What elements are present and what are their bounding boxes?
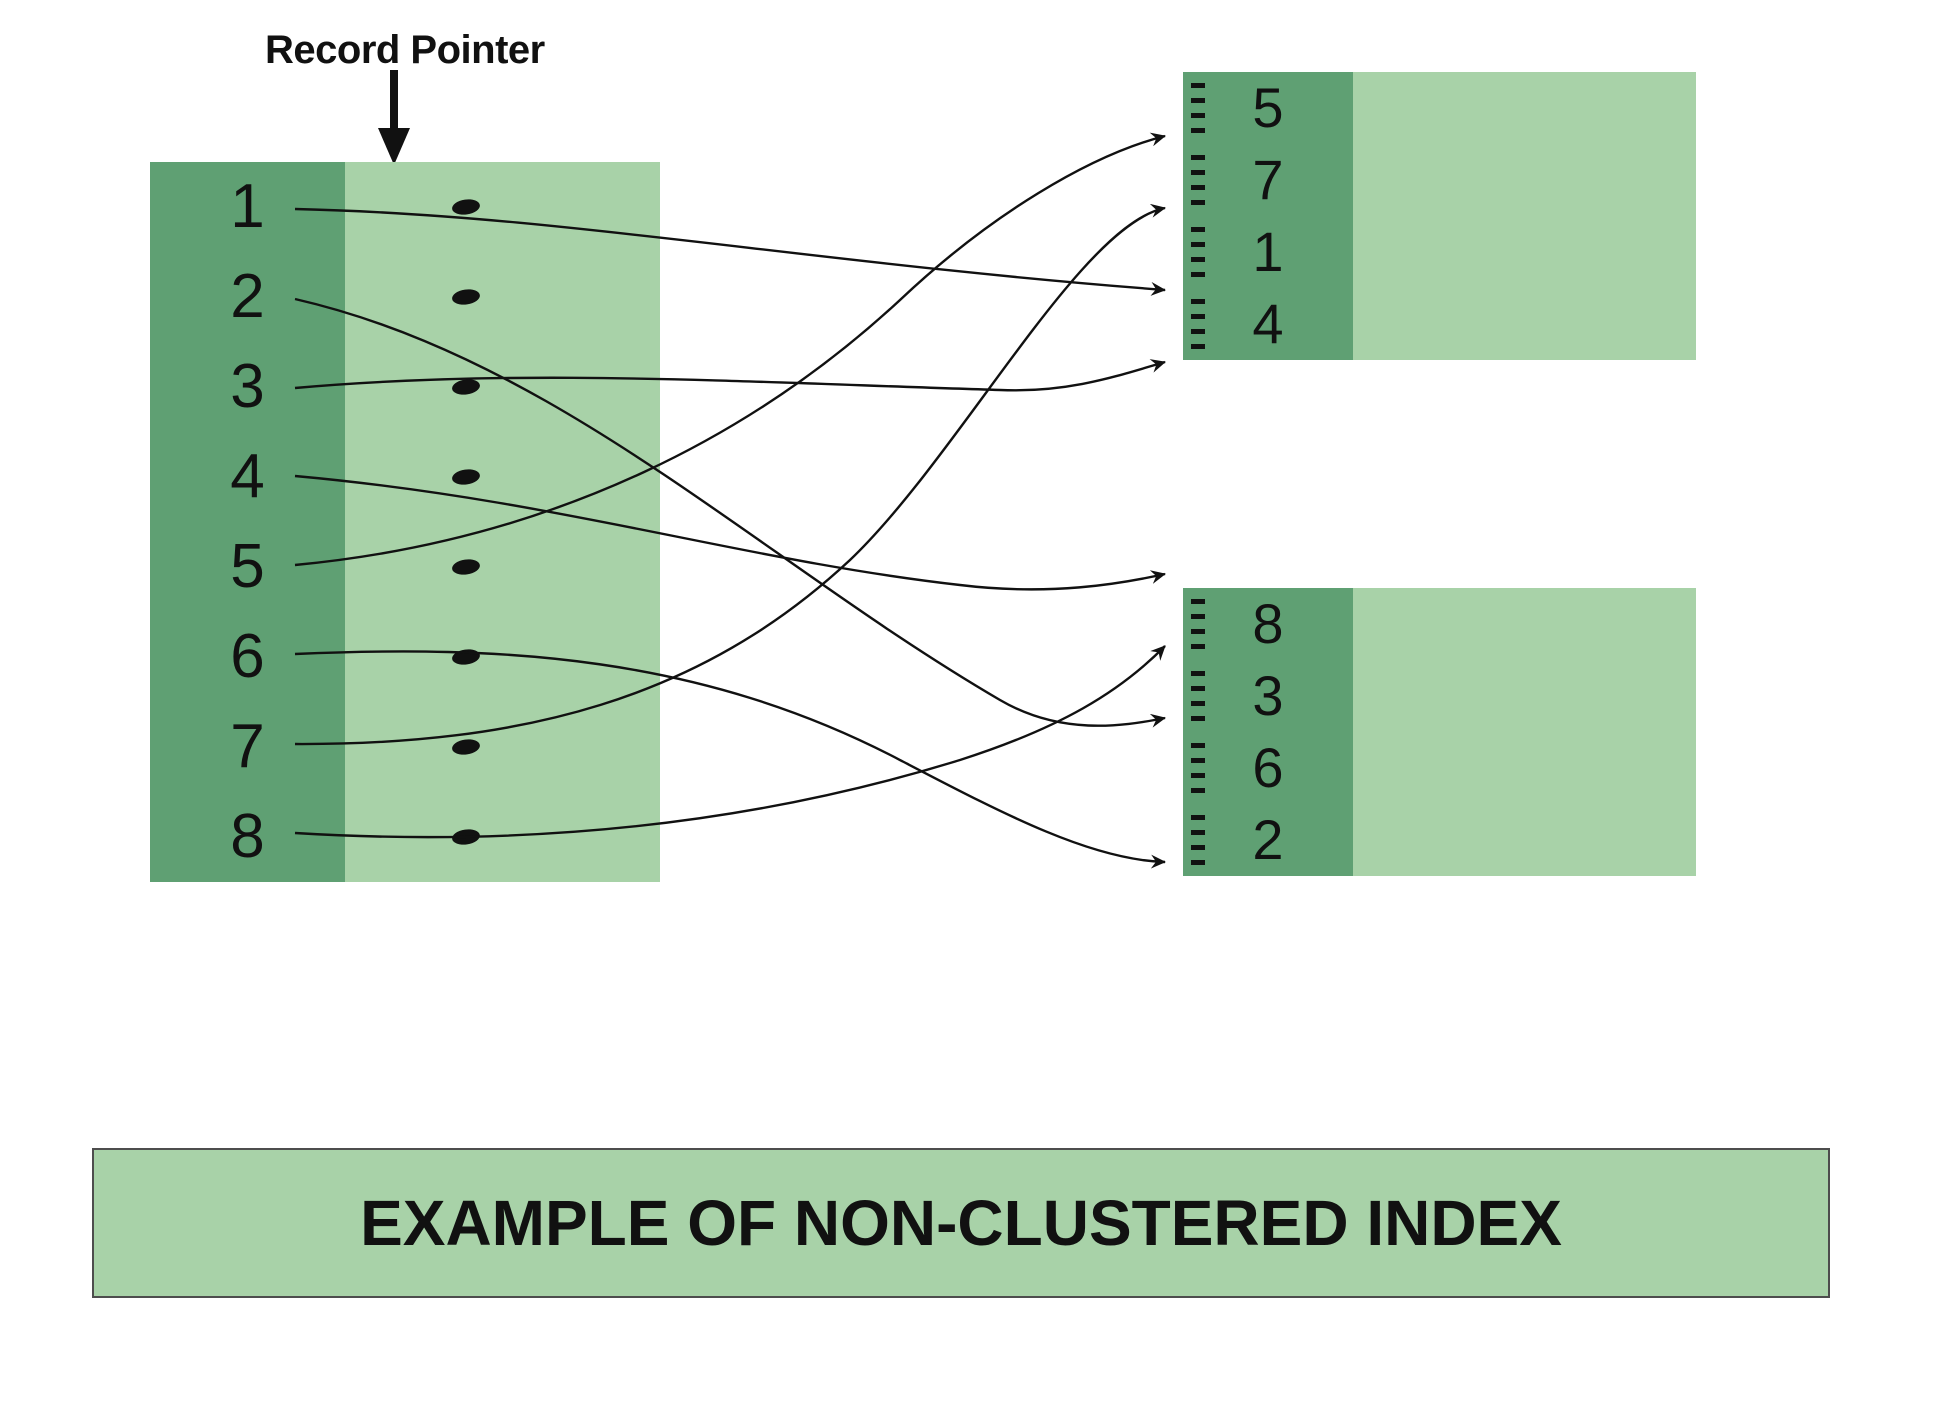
table-row[interactable]: 2 <box>150 252 660 342</box>
record-data-cell <box>345 252 660 342</box>
dashed-tick-icon <box>1191 155 1205 205</box>
index-key-label: 7 <box>1252 148 1284 211</box>
table-row[interactable]: 2 <box>1183 804 1696 876</box>
table-row[interactable]: 8 <box>150 792 660 882</box>
caption-text: EXAMPLE OF NON-CLUSTERED INDEX <box>360 1187 1562 1259</box>
record-key-cell: 1 <box>150 162 345 252</box>
table-row[interactable]: 1 <box>1183 216 1696 288</box>
record-pointer-dot <box>451 557 481 577</box>
index-key-cell: 8 <box>1183 588 1353 660</box>
table-row[interactable]: 7 <box>150 702 660 792</box>
dashed-tick-icon <box>1191 815 1205 865</box>
record-pointer-dot <box>451 647 481 667</box>
index-data-cell <box>1353 660 1696 732</box>
record-pointer-dot <box>451 737 481 757</box>
index-key-cell: 4 <box>1183 288 1353 360</box>
index-key-cell: 1 <box>1183 216 1353 288</box>
record-data-cell <box>345 162 660 252</box>
index-key-cell: 5 <box>1183 72 1353 144</box>
index-key-label: 5 <box>1252 76 1284 139</box>
table-row[interactable]: 4 <box>1183 288 1696 360</box>
index-data-cell <box>1353 216 1696 288</box>
record-pointer-dot <box>451 467 481 487</box>
table-row[interactable]: 5 <box>1183 72 1696 144</box>
dashed-tick-icon <box>1191 299 1205 349</box>
index-data-cell <box>1353 288 1696 360</box>
record-key-cell: 5 <box>150 522 345 612</box>
index-block-top: 5 7 1 4 <box>1183 72 1696 360</box>
index-key-cell: 6 <box>1183 732 1353 804</box>
index-key-cell: 2 <box>1183 804 1353 876</box>
record-pointer-dot <box>451 197 481 217</box>
dashed-tick-icon <box>1191 743 1205 793</box>
dashed-tick-icon <box>1191 83 1205 133</box>
record-data-cell <box>345 612 660 702</box>
table-row[interactable]: 1 <box>150 162 660 252</box>
index-key-label: 6 <box>1252 736 1284 799</box>
record-data-cell <box>345 432 660 522</box>
record-data-cell <box>345 702 660 792</box>
index-data-cell <box>1353 72 1696 144</box>
table-row[interactable]: 6 <box>1183 732 1696 804</box>
table-row[interactable]: 5 <box>150 522 660 612</box>
record-key-cell: 7 <box>150 702 345 792</box>
index-key-label: 8 <box>1252 592 1284 655</box>
index-data-cell <box>1353 588 1696 660</box>
index-key-label: 4 <box>1252 292 1284 355</box>
record-pointer-label: Record Pointer <box>265 28 545 72</box>
record-key-cell: 6 <box>150 612 345 702</box>
dashed-tick-icon <box>1191 599 1205 649</box>
index-key-cell: 7 <box>1183 144 1353 216</box>
dashed-tick-icon <box>1191 671 1205 721</box>
index-data-cell <box>1353 804 1696 876</box>
table-row[interactable]: 7 <box>1183 144 1696 216</box>
record-key-cell: 2 <box>150 252 345 342</box>
index-block-bottom: 8 3 6 2 <box>1183 588 1696 876</box>
down-arrow-icon <box>378 70 410 165</box>
table-row[interactable]: 4 <box>150 432 660 522</box>
record-key-cell: 4 <box>150 432 345 522</box>
table-row[interactable]: 8 <box>1183 588 1696 660</box>
record-pointer-dot <box>451 287 481 307</box>
index-data-cell <box>1353 732 1696 804</box>
record-table: 1 2 3 4 5 <box>150 162 660 882</box>
table-row[interactable]: 3 <box>150 342 660 432</box>
caption-bar: EXAMPLE OF NON-CLUSTERED INDEX <box>92 1148 1830 1298</box>
index-key-label: 3 <box>1252 664 1284 727</box>
record-data-cell <box>345 792 660 882</box>
index-key-cell: 3 <box>1183 660 1353 732</box>
record-pointer-dot <box>451 377 481 397</box>
record-data-cell <box>345 342 660 432</box>
index-key-label: 1 <box>1252 220 1284 283</box>
record-key-cell: 8 <box>150 792 345 882</box>
table-row[interactable]: 6 <box>150 612 660 702</box>
record-key-cell: 3 <box>150 342 345 432</box>
dashed-tick-icon <box>1191 227 1205 277</box>
record-data-cell <box>345 522 660 612</box>
index-data-cell <box>1353 144 1696 216</box>
table-row[interactable]: 3 <box>1183 660 1696 732</box>
record-pointer-dot <box>451 827 481 847</box>
index-key-label: 2 <box>1252 808 1284 871</box>
